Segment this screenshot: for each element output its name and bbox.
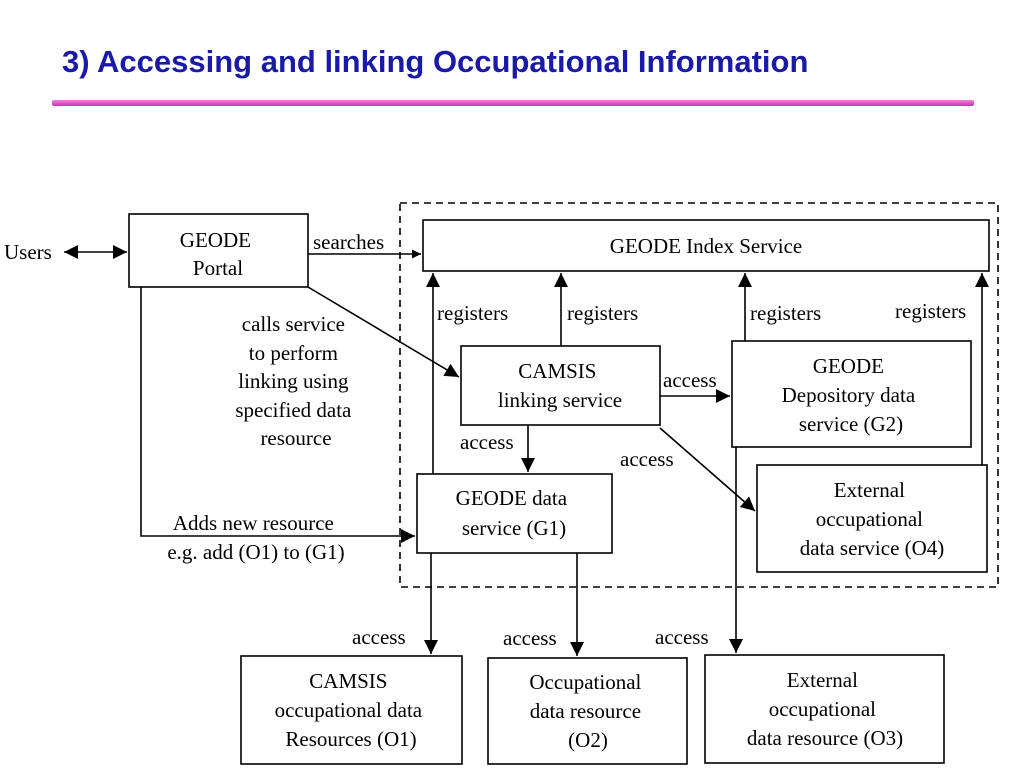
o2-line: (O2) <box>568 728 608 752</box>
access-label: access <box>503 626 557 650</box>
adds-resource-line: e.g. add (O1) to (G1) <box>167 540 344 564</box>
o2-label: Occupational data resource (O2) <box>529 670 646 752</box>
title-underline <box>52 100 974 106</box>
o2-line: data resource <box>530 699 641 723</box>
geode-depository-box <box>731 340 972 448</box>
g1-line: service (G1) <box>462 516 566 540</box>
users-label: Users <box>4 240 52 264</box>
calls-service-line: to perform <box>249 341 338 365</box>
access-label: access <box>352 625 406 649</box>
external-service-line: data service (O4) <box>800 536 945 560</box>
calls-service-line: calls service <box>242 312 345 336</box>
camsis-linking-line: linking service <box>498 388 622 412</box>
o1-line: occupational data <box>275 698 423 722</box>
o3-label: External occupational data resource (O3) <box>747 668 903 750</box>
depository-line: Depository data <box>782 383 916 407</box>
registers-label: registers <box>750 301 821 325</box>
registers-label: registers <box>437 301 508 325</box>
camsis-resources-o1-box <box>240 655 463 765</box>
calls-service-line: linking using <box>238 369 349 393</box>
access-label: access <box>460 430 514 454</box>
g1-line: GEODE data <box>456 486 568 510</box>
adds-resource-label: Adds new resource e.g. add (O1) to (G1) <box>167 511 344 564</box>
slide-title: 3) Accessing and linking Occupational In… <box>62 44 809 79</box>
camsis-linking-label: CAMSIS linking service <box>498 359 622 412</box>
geode-data-service-g1-box <box>416 473 613 554</box>
o1-line: Resources (O1) <box>285 727 416 751</box>
g1-label: GEODE data service (G1) <box>456 486 573 540</box>
depository-label: GEODE Depository data service (G2) <box>782 354 921 436</box>
camsis-linking-line: CAMSIS <box>518 359 596 383</box>
o1-line: CAMSIS <box>309 669 387 693</box>
searches-label: searches <box>313 230 384 254</box>
camsis-linking-service-box <box>460 345 661 426</box>
camsis-to-external-arrow <box>659 427 756 512</box>
o2-line: Occupational <box>529 670 641 694</box>
depository-line: GEODE <box>813 354 884 378</box>
access-label: access <box>663 368 717 392</box>
external-service-line: External <box>834 478 905 502</box>
o3-line: data resource (O3) <box>747 726 903 750</box>
calls-service-arrow <box>307 286 460 378</box>
external-service-label: External occupational data service (O4) <box>800 478 945 560</box>
access-label: access <box>620 447 674 471</box>
registers-label: registers <box>895 299 966 323</box>
portal-line: GEODE <box>180 228 251 252</box>
occupational-resource-o2-box <box>487 657 688 765</box>
calls-service-line: specified data <box>235 398 352 422</box>
calls-service-label: calls service to perform linking using s… <box>235 312 356 450</box>
o3-line: occupational <box>769 697 876 721</box>
o1-label: CAMSIS occupational data Resources (O1) <box>275 669 428 751</box>
geode-portal-box <box>128 213 309 288</box>
portal-line: Portal <box>193 256 243 280</box>
adds-resource-arrow <box>140 287 415 543</box>
geode-index-service-box <box>422 219 990 272</box>
adds-resource-line: Adds new resource <box>173 511 334 535</box>
portal-label: GEODE Portal <box>180 228 256 280</box>
calls-service-line: resource <box>260 426 331 450</box>
depository-line: service (G2) <box>799 412 903 436</box>
o3-line: External <box>787 668 858 692</box>
access-label: access <box>655 625 709 649</box>
external-service-line: occupational <box>816 507 923 531</box>
external-resource-o3-box <box>704 654 945 764</box>
registers-label: registers <box>567 301 638 325</box>
index-service-label: GEODE Index Service <box>610 234 802 258</box>
external-data-service-box <box>756 464 988 573</box>
